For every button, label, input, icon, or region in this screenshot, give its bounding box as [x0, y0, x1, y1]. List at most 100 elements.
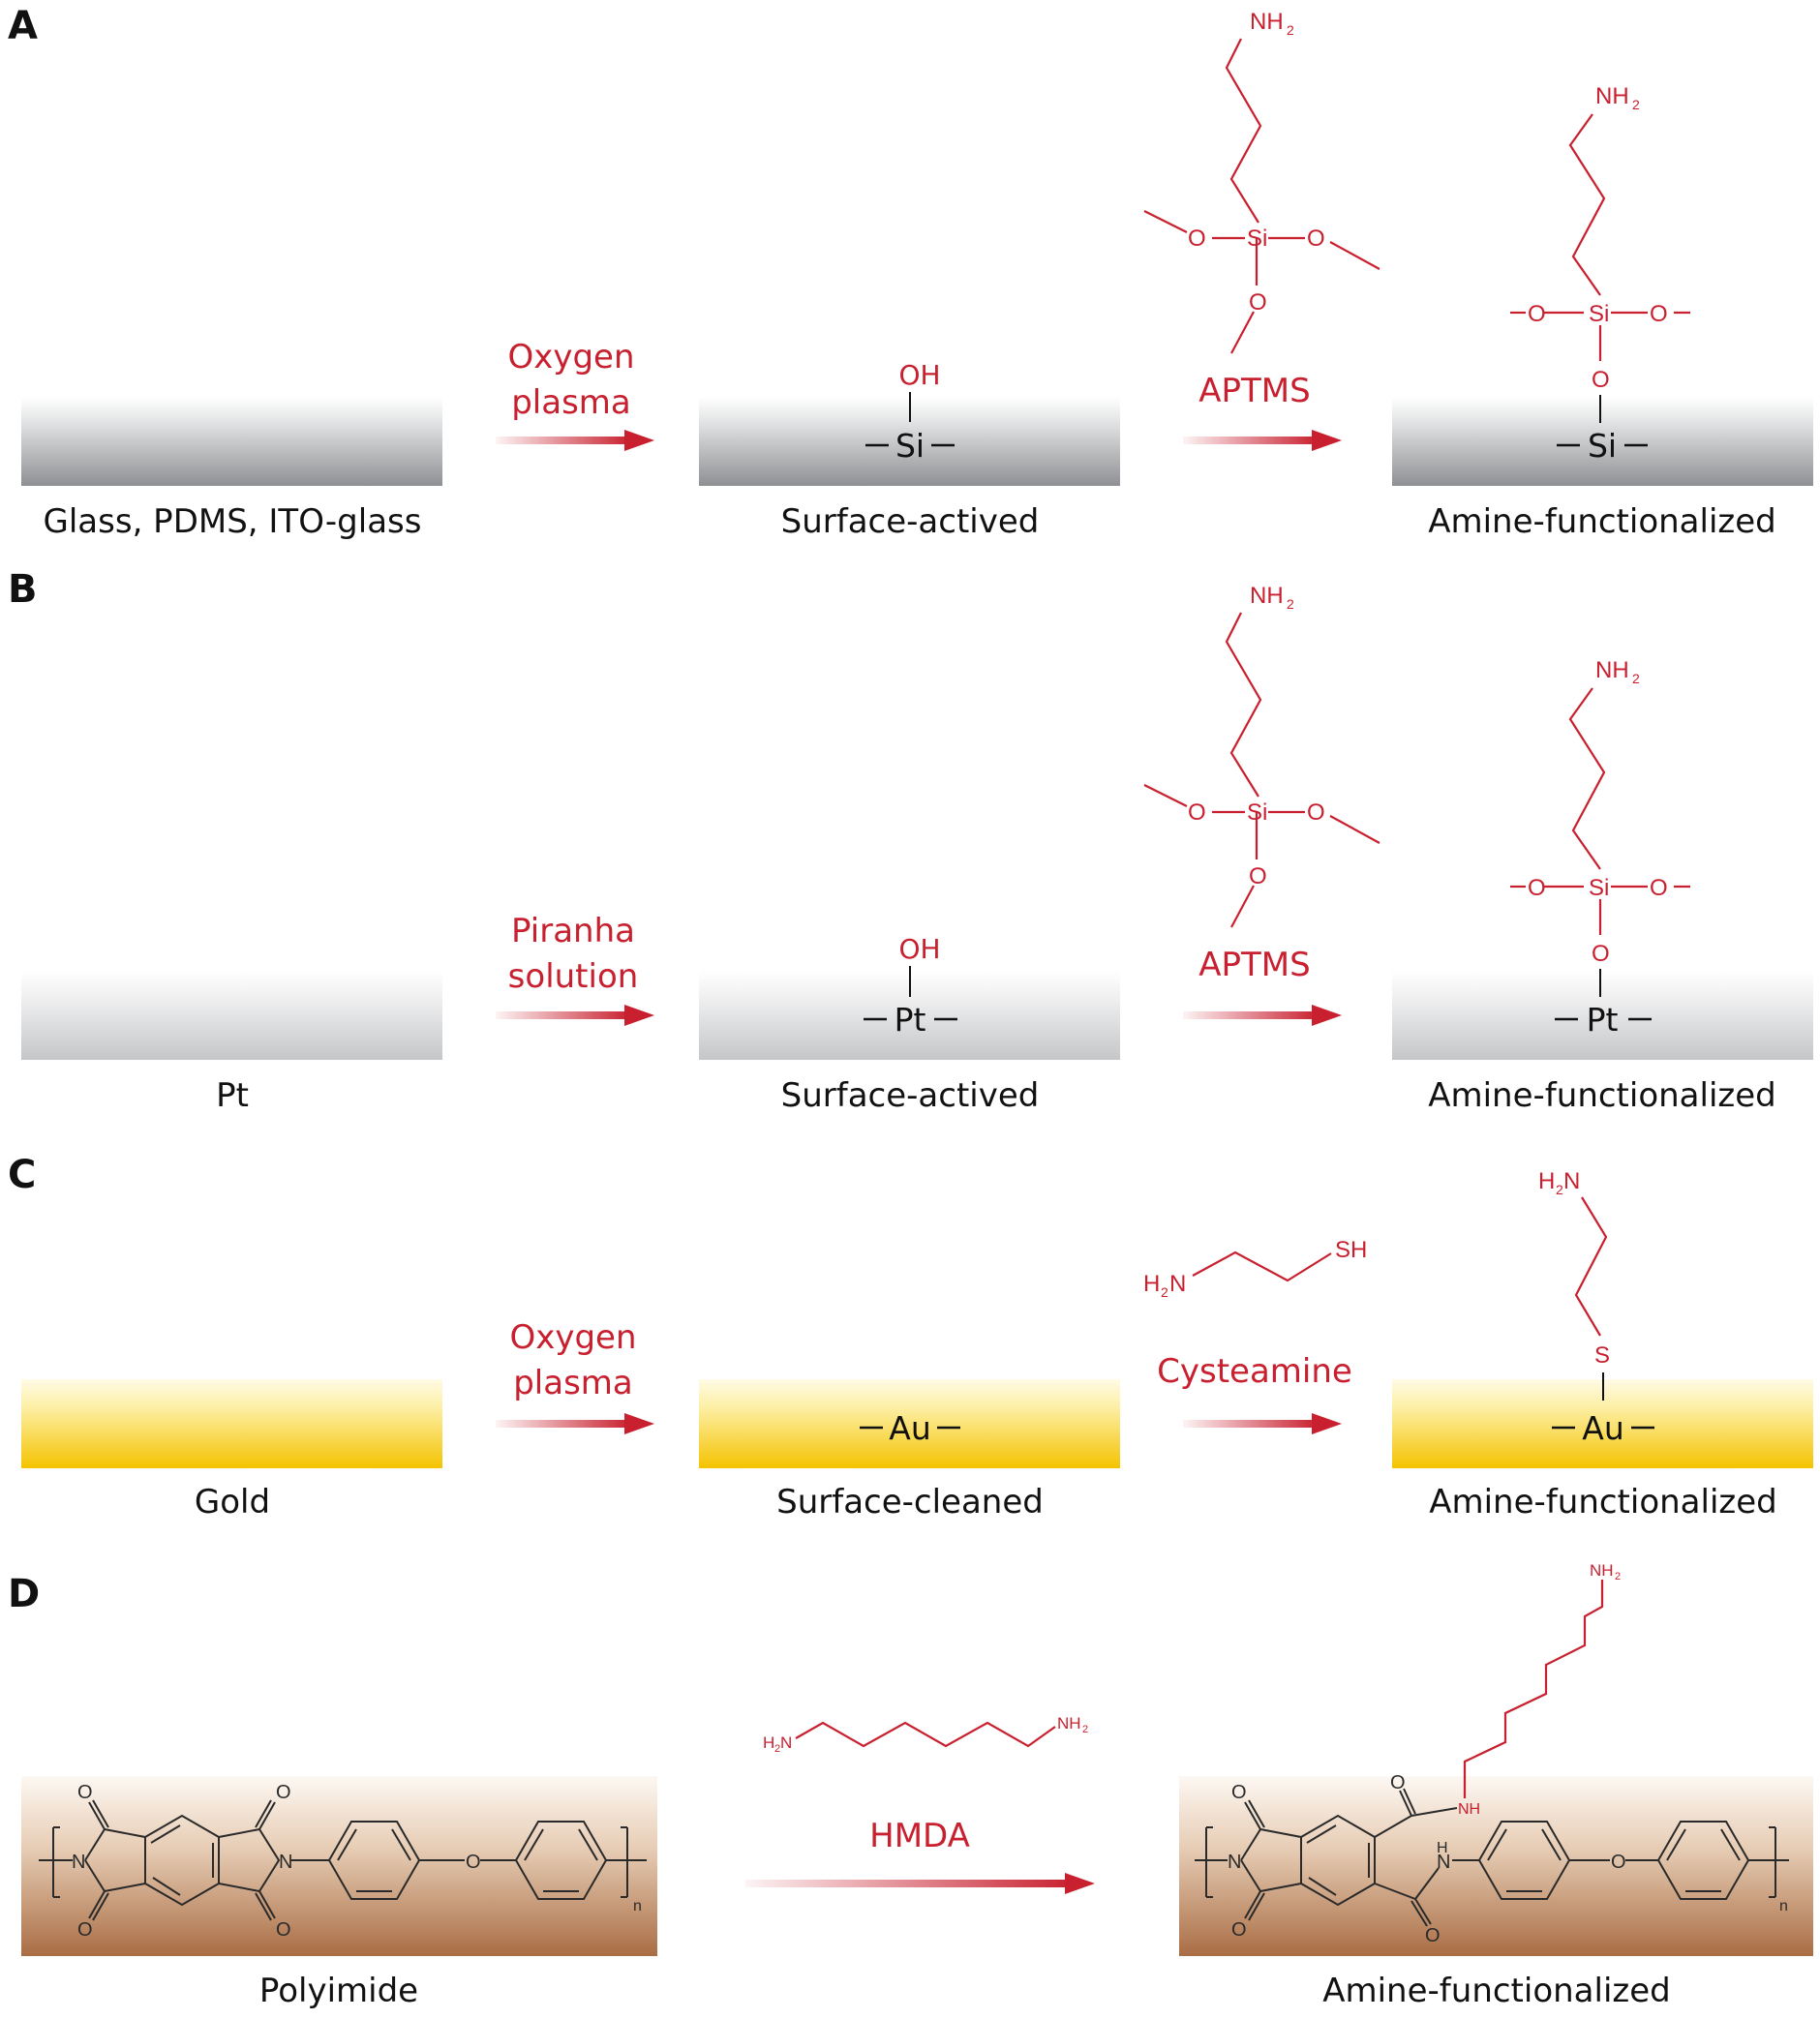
arrow-c1 [496, 1413, 654, 1434]
grafted-o-left-a: O [1528, 301, 1546, 327]
func-o-ether: O [1611, 1852, 1626, 1873]
grafted-amine-b: NH [1595, 657, 1629, 683]
polyimide-n-right: N [279, 1852, 292, 1873]
polyimide-o-3: O [276, 1782, 291, 1803]
hmda-left-n: N [780, 1733, 792, 1752]
func-amine: NH [1590, 1561, 1614, 1580]
surface-atom-c2: Au [1582, 1409, 1624, 1447]
final-label-a: Amine-functionalized [1428, 502, 1776, 541]
functionalized-polyimide [1179, 1776, 1813, 1956]
cysteamine-thiol: SH [1335, 1237, 1367, 1263]
aptms-structure-b [1143, 612, 1380, 928]
surface-atom-b1: Pt [895, 1001, 926, 1039]
aptms-amine-b: NH [1250, 583, 1284, 609]
func-o-3: O [1390, 1772, 1406, 1793]
grafted-amine-h: H [1538, 1168, 1555, 1194]
grafted-amine-sub: 2 [1556, 1182, 1563, 1197]
reagent-b1-line2: solution [508, 957, 639, 996]
reagent-c1-line2: plasma [513, 1364, 633, 1402]
surface-atom-a1: Si [895, 427, 925, 465]
func-o-2: O [1231, 1919, 1247, 1941]
polyimide-o-2: O [77, 1919, 93, 1941]
func-amine-sub: 2 [1615, 1571, 1621, 1582]
functionalized-surface-b [1392, 971, 1813, 1060]
func-o-1: O [1231, 1782, 1247, 1803]
grafted-amine-sub-b: 2 [1632, 671, 1640, 686]
polyimide-n-left: N [72, 1852, 85, 1873]
reagent-c2: Cysteamine [1157, 1352, 1352, 1391]
polyimide-o-ether: O [466, 1852, 481, 1873]
reagent-c1-line1: Oxygen [509, 1318, 636, 1357]
aptms-o-bottom-a: O [1249, 289, 1267, 316]
panel-b: B Pt Piranha solution OH Pt Surface-acti… [8, 567, 1813, 1115]
polyimide-structure [39, 1799, 647, 1921]
grafted-o-bottom-a: O [1592, 367, 1610, 393]
grafted-aptms-b [1510, 687, 1690, 935]
hmda-structure [795, 1721, 1056, 1748]
grafted-aptms-a [1510, 113, 1690, 361]
substrate-label-c: Gold [195, 1483, 270, 1522]
functionalized-surface-a [1392, 397, 1813, 486]
substrate-gold [21, 1379, 442, 1468]
func-amide-h: H [1437, 1840, 1448, 1856]
panel-letter-d: D [8, 1572, 40, 1616]
aptms-si-a: Si [1247, 226, 1267, 252]
surface-atom-b2: Pt [1587, 1001, 1619, 1039]
func-n-left: N [1228, 1852, 1241, 1873]
arrow-c2 [1183, 1413, 1342, 1434]
aptms-structure-a [1143, 38, 1380, 354]
arrow-d [745, 1873, 1095, 1894]
substrate-pt [21, 971, 442, 1060]
reagent-b1-line1: Piranha [511, 912, 635, 950]
aptms-o-bottom-b: O [1249, 863, 1267, 889]
panel-a: A Glass, PDMS, ITO-glass Oxygen plasma O… [8, 4, 1813, 541]
reagent-d: HMDA [869, 1817, 970, 1855]
aptms-o-left-a: O [1188, 226, 1206, 252]
final-label-d: Amine-functionalized [1322, 1972, 1671, 2010]
substrate-label-d: Polyimide [259, 1972, 418, 2010]
polyimide-o-4: O [276, 1919, 291, 1941]
grafted-si-b: Si [1589, 875, 1609, 901]
func-o-4: O [1425, 1925, 1441, 1946]
grafted-amine-sub-a: 2 [1632, 97, 1640, 112]
surface-atom-c1: Au [889, 1409, 931, 1447]
panel-letter-a: A [8, 4, 38, 48]
aptms-amine-a: NH [1250, 9, 1284, 35]
aptms-o-right-a: O [1307, 226, 1325, 252]
arrow-a1 [496, 430, 654, 451]
polyimide-repeat-n: n [633, 1898, 642, 1914]
grafted-amine-n: N [1563, 1168, 1580, 1194]
hmda-right-sub: 2 [1082, 1724, 1088, 1735]
func-amide-n: N [1437, 1852, 1450, 1873]
grafted-o-bottom-b: O [1592, 941, 1610, 967]
cysteamine-amine-n: N [1169, 1271, 1186, 1297]
functionalized-polyimide-structure [1195, 1788, 1789, 1927]
substrate-label-b: Pt [216, 1076, 249, 1115]
reagent-b2: APTMS [1198, 946, 1310, 984]
grafted-o-right-a: O [1650, 301, 1668, 327]
step-label-b1: Surface-actived [781, 1076, 1040, 1115]
arrow-b1 [496, 1005, 654, 1026]
aptms-o-left-b: O [1188, 799, 1206, 826]
final-label-b: Amine-functionalized [1428, 1076, 1776, 1115]
cysteamine-amine-sub: 2 [1161, 1284, 1168, 1300]
hmda-right-nh: NH [1057, 1714, 1081, 1733]
step-label-a1: Surface-actived [781, 502, 1040, 541]
grafted-si-a: Si [1589, 301, 1609, 327]
hmda-left-sub: 2 [774, 1743, 780, 1755]
panel-c: C Gold Oxygen plasma Au Surface-cleaned … [8, 1153, 1813, 1522]
grafted-amine-a: NH [1595, 83, 1629, 109]
reagent-a1-line2: plasma [511, 383, 631, 422]
panel-d: D [8, 1561, 1813, 2010]
reagent-a1-line1: Oxygen [507, 338, 634, 377]
func-nh-amide: NH [1458, 1801, 1480, 1818]
aptms-si-b: Si [1247, 799, 1267, 826]
hydroxyl-group-b: OH [898, 933, 940, 965]
surface-cleaned-c [699, 1379, 1120, 1468]
aptms-o-right-b: O [1307, 799, 1325, 826]
substrate-label-a: Glass, PDMS, ITO-glass [44, 502, 422, 541]
panel-letter-c: C [8, 1153, 36, 1197]
polyimide-o-1: O [77, 1782, 93, 1803]
aptms-amine-sub-b: 2 [1287, 596, 1294, 612]
